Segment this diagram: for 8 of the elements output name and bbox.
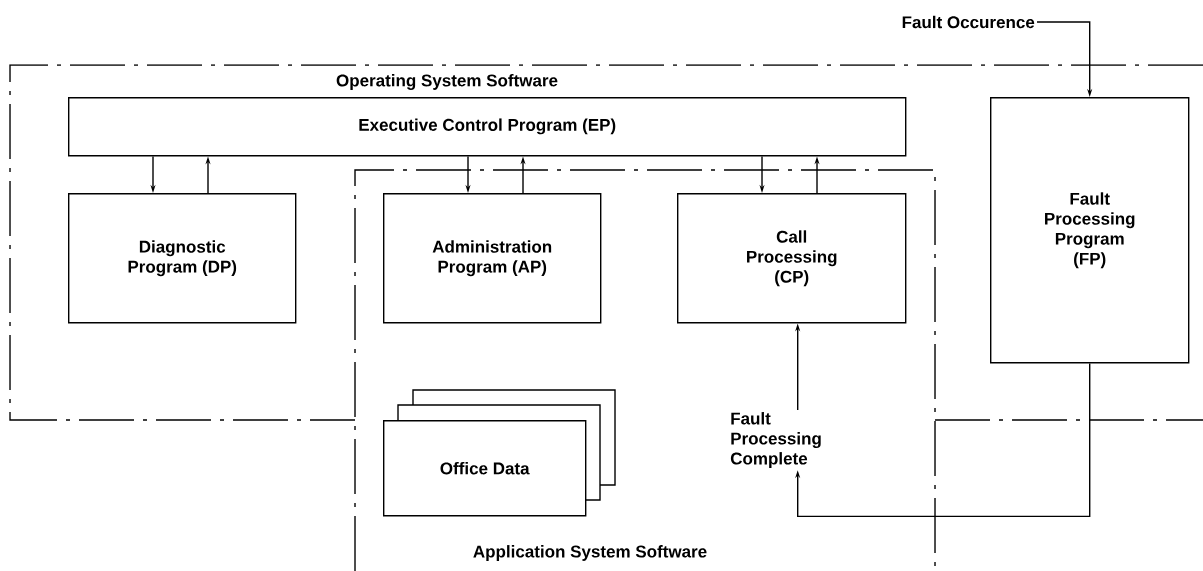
program-box: Fault Processing Program (FP) bbox=[990, 97, 1190, 364]
arrow bbox=[795, 362, 1091, 518]
program-box: Call Processing (CP) bbox=[677, 193, 907, 324]
note-text: Fault Occurence bbox=[902, 15, 1035, 29]
program-box: Diagnostic Program (DP) bbox=[68, 193, 297, 324]
stacked-document-box: Office Data bbox=[383, 389, 616, 517]
program-box: Executive Control Program (EP) bbox=[68, 97, 907, 157]
program-box: Administration Program (AP) bbox=[383, 193, 602, 324]
